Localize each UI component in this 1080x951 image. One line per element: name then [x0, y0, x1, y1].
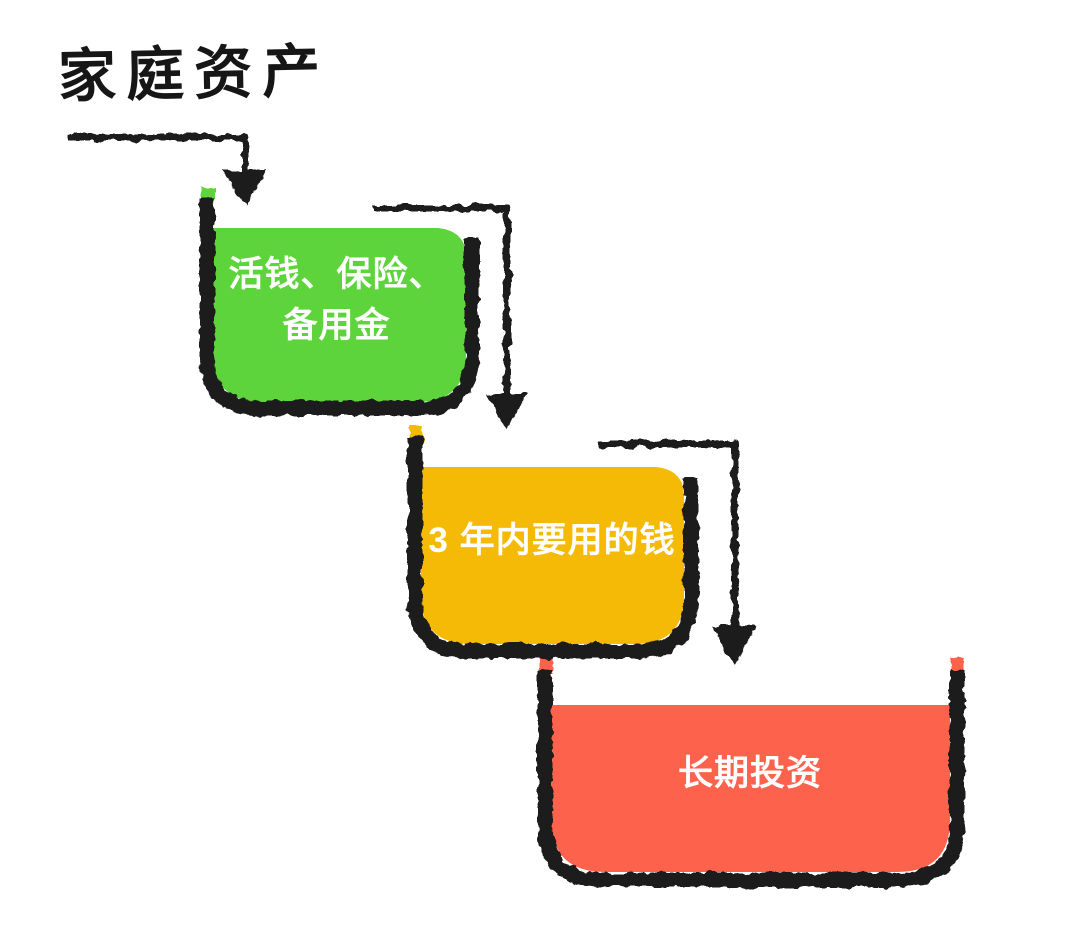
bucket-liquid-money-label: 活钱、保险、 备用金: [207, 228, 466, 402]
arrow-bucket1-to-bucket2: [374, 204, 528, 429]
arrow-title-to-bucket1: [68, 133, 267, 207]
bucket-liquid-money-fill: [212, 228, 466, 402]
bucket-three-year-money-outline: [407, 436, 699, 659]
bucket-fills: [212, 228, 950, 872]
bucket-three-year-money-label-line1: 3 年内要用的钱: [428, 521, 676, 561]
arrow-bucket1-to-bucket2-head: [486, 393, 528, 429]
bucket-liquid-money-outline: [199, 198, 480, 416]
bucket-liquid-money-label-line1: 活钱、保险、: [228, 255, 445, 295]
arrow-title-to-bucket1-head: [223, 170, 267, 207]
bucket-liquid-money-label-line2: 备用金: [282, 306, 391, 345]
bucket-long-term-investment-label: 长期投资: [550, 705, 950, 872]
bucket-long-term-investment-label-line1: 长期投资: [677, 754, 822, 794]
ink-layer: [68, 133, 965, 888]
arrow-bucket2-to-bucket3-head: [713, 626, 757, 666]
bucket-three-year-money-fill: [420, 467, 684, 644]
bucket-three-year-money-label: 3 年内要用的钱: [420, 467, 684, 644]
arrow-bucket2-to-bucket3: [599, 440, 757, 666]
arrow-title-to-bucket1-line: [68, 133, 249, 174]
arrow-bucket2-to-bucket3-line: [599, 440, 739, 629]
page-title: 家庭资产: [57, 38, 331, 110]
arrow-bucket1-to-bucket2-line: [374, 204, 511, 396]
bucket-long-term-investment-outline: [537, 670, 965, 888]
bucket-long-term-investment-fill: [550, 705, 950, 872]
